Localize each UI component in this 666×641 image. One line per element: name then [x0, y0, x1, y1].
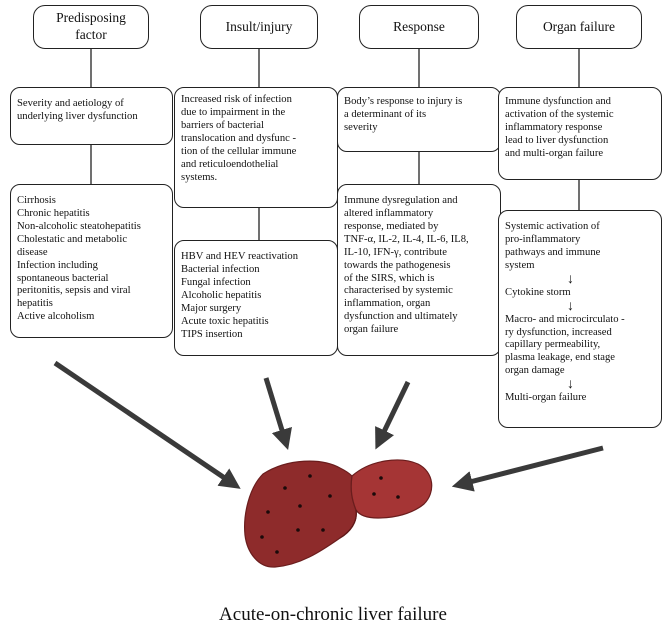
arrow-to-liver [451, 445, 604, 492]
arrow-to-liver [375, 380, 411, 450]
liver-icon [244, 459, 433, 568]
organ-failure-header: Organ failure [516, 5, 642, 49]
insult-injury-list: HBV and HEV reactivation Bacterial infec… [174, 240, 338, 356]
organ-failure-cascade: Systemic activation of pro-inflammatory … [498, 210, 662, 428]
insult-injury-header: Insult/injury [200, 5, 318, 49]
response-description: Body’s response to injury is a determina… [337, 87, 501, 152]
down-arrow-icon: ↓ [567, 298, 574, 314]
response-header: Response [359, 5, 479, 49]
down-arrow-icon: ↓ [567, 377, 574, 393]
arrow-to-liver [53, 360, 241, 489]
response-detail: Immune dysregulation and altered inflamm… [337, 184, 501, 356]
arrow-to-liver [263, 377, 292, 451]
insult-injury-description: Increased risk of infection due to impai… [174, 87, 338, 208]
down-arrow-icon: ↓ [567, 271, 574, 287]
predisposing-factor-description: Severity and aetiology of underlying liv… [10, 87, 173, 145]
diagram-caption: Acute-on-chronic liver failure [219, 604, 447, 625]
organ-failure-description: Immune dysfunction and activation of the… [498, 87, 662, 180]
predisposing-factor-list: Cirrhosis Chronic hepatitis Non-alcoholi… [10, 184, 173, 338]
